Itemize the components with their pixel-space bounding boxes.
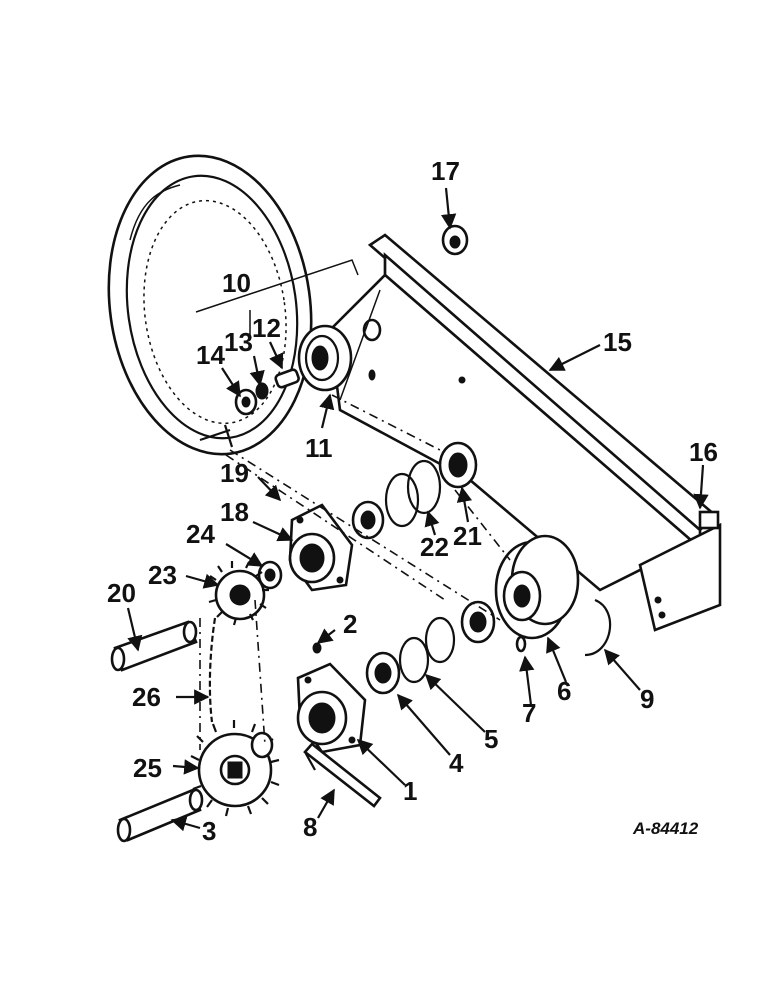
callout-23: 23 <box>148 560 177 590</box>
leader-lines <box>126 187 709 832</box>
set-screw-2 <box>312 642 322 654</box>
callout-24: 24 <box>186 519 215 549</box>
callout-6: 6 <box>557 676 571 706</box>
shaft-20 <box>110 620 198 672</box>
callout-2: 2 <box>343 609 357 639</box>
set-screw-17 <box>441 224 469 256</box>
callout-3: 3 <box>202 816 216 846</box>
sprocket-23 <box>208 561 269 626</box>
drawing-code: A-84412 <box>632 819 699 838</box>
callout-labels: 1 2 3 4 5 6 7 8 9 10 11 12 13 14 15 16 1… <box>107 156 718 846</box>
callout-26: 26 <box>132 682 161 712</box>
bearing-housing-18 <box>288 503 354 592</box>
callout-18: 18 <box>220 497 249 527</box>
callout-5: 5 <box>484 724 498 754</box>
callout-8: 8 <box>303 812 317 842</box>
chain-26 <box>208 617 217 723</box>
callout-13: 13 <box>224 327 253 357</box>
callout-15: 15 <box>603 327 632 357</box>
callout-1: 1 <box>403 776 417 806</box>
callout-21: 21 <box>453 521 482 551</box>
callout-11: 11 <box>305 433 333 463</box>
belt-9 <box>584 598 612 657</box>
shaft-3 <box>116 788 204 843</box>
callout-9: 9 <box>640 684 654 714</box>
bearing-6-inner <box>460 600 496 644</box>
bushing <box>351 500 385 540</box>
callout-20: 20 <box>107 578 136 608</box>
bearing-housing-1 <box>296 662 367 754</box>
pulley-6 <box>494 534 580 640</box>
snap-rings-5 <box>398 616 456 684</box>
hex-key-8 <box>303 742 382 808</box>
callout-4: 4 <box>449 748 464 778</box>
callout-22: 22 <box>420 532 449 562</box>
key-7 <box>515 635 527 653</box>
callout-25: 25 <box>133 753 162 783</box>
hub-fasteners <box>234 368 300 416</box>
callout-7: 7 <box>522 698 536 728</box>
callout-12: 12 <box>252 313 281 343</box>
callout-16: 16 <box>689 437 718 467</box>
callout-14: 14 <box>196 340 225 370</box>
seed-plate-disc <box>107 154 313 456</box>
collar-4 <box>365 651 401 695</box>
bearing-21 <box>438 441 478 489</box>
drive-arm <box>328 233 722 632</box>
snap-rings-22 <box>384 459 442 528</box>
hub <box>297 324 353 392</box>
sprocket-25 <box>190 720 280 817</box>
callout-10: 10 <box>222 268 251 298</box>
callout-17: 17 <box>431 156 460 186</box>
callout-19: 19 <box>220 458 249 488</box>
